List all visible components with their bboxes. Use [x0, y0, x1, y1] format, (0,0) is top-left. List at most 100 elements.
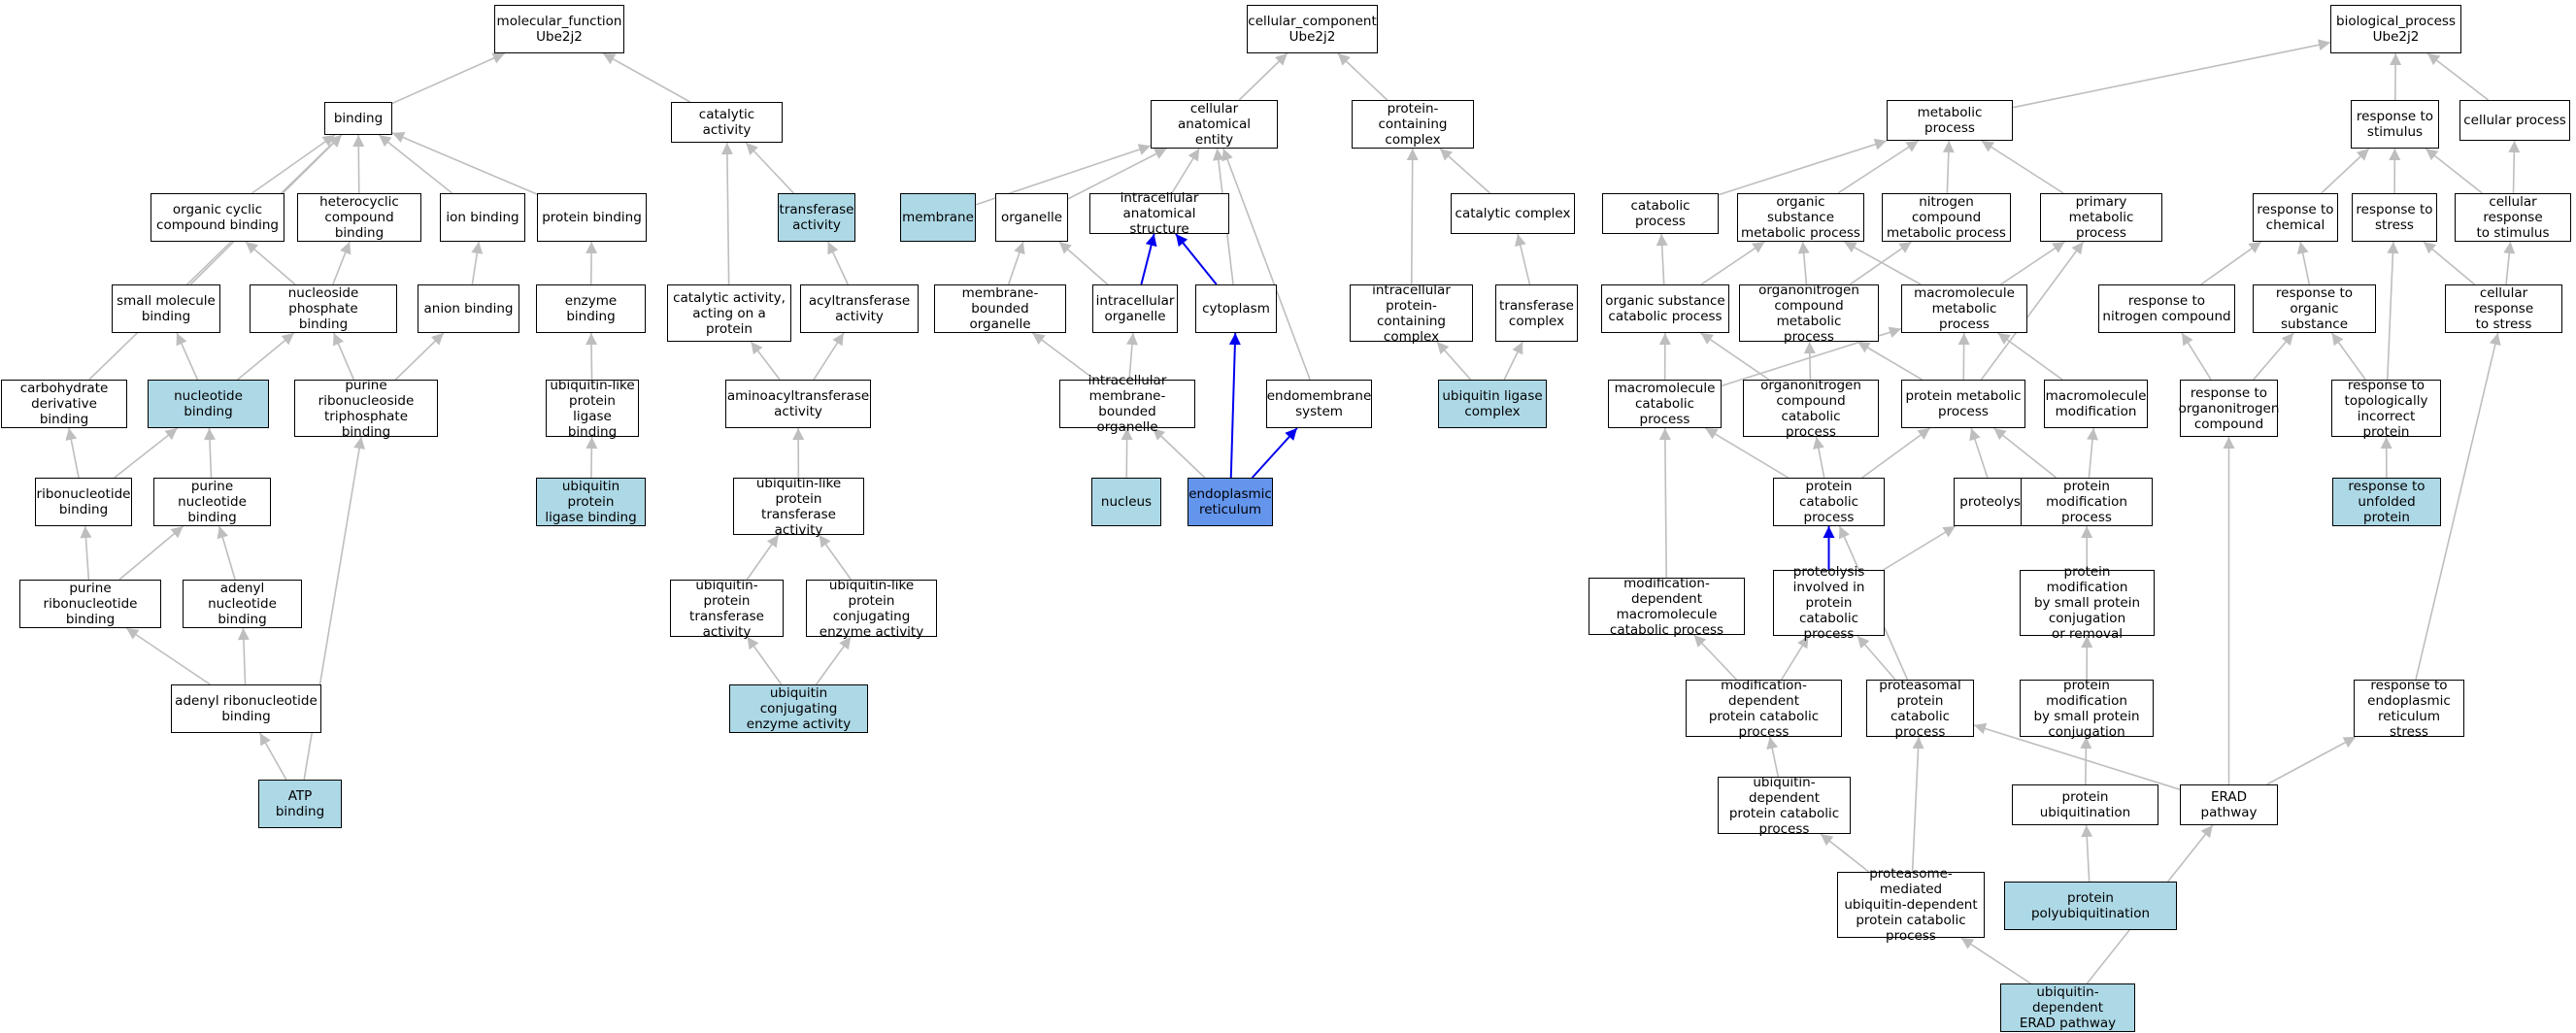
go-term-node-endoplasmic-reticulum[interactable]: endoplasmic reticulum — [1188, 478, 1273, 526]
go-term-node-proteolysis-in-protein-catabolic-process[interactable]: proteolysis involved in protein cataboli… — [1773, 564, 1885, 642]
go-term-node-carbohydrate-derivative-binding[interactable]: carbohydrate derivative binding — [1, 380, 127, 428]
go-term-node-organic-substance-catabolic-process[interactable]: organic substance catabolic process — [1601, 284, 1729, 333]
go-term-node-proteasome-mediated-ubiquitin-dependent[interactable]: proteasome-mediated ubiquitin-dependent … — [1837, 866, 1985, 944]
go-term-node-enzyme-binding[interactable]: enzyme binding — [536, 284, 646, 333]
go-term-node-acyltransferase[interactable]: acyltransferase activity — [800, 284, 919, 333]
go-term-node-nucleoside-phosphate-binding[interactable]: nucleoside phosphate binding — [250, 284, 397, 333]
go-term-node-membrane[interactable]: membrane — [900, 193, 976, 242]
go-term-node-protein-catabolic-process[interactable]: protein catabolic process — [1773, 478, 1885, 526]
go-term-node-proteasomal-protein-catabolic-process[interactable]: proteasomal protein catabolic process — [1866, 678, 1974, 740]
go-term-node-endomembrane-system[interactable]: endomembrane system — [1266, 380, 1372, 428]
edge-intracellular-organelle-to-organelle — [1058, 241, 1109, 285]
go-term-node-cellular-anatomical-entity[interactable]: cellular anatomical entity — [1151, 100, 1278, 149]
go-term-node-erad-pathway[interactable]: ERAD pathway — [2180, 784, 2278, 825]
go-term-node-ubiquitin-protein-ligase-binding[interactable]: ubiquitin protein ligase binding — [536, 478, 646, 526]
go-term-node-response-to-organonitrogen-compound[interactable]: response to organonitrogen compound — [2179, 380, 2279, 437]
go-term-node-protein-modification-process[interactable]: protein modification process — [2021, 478, 2153, 526]
go-term-node-ubl-protein-ligase-binding[interactable]: ubiquitin-like protein ligase binding — [546, 378, 639, 440]
go-term-node-ubiquitin-protein-transferase[interactable]: ubiquitin-protein transferase activity — [670, 578, 784, 640]
go-term-node-purine-nucleotide-binding[interactable]: purine nucleotide binding — [153, 478, 271, 526]
go-term-node-macromolecule-metabolic-process[interactable]: macromolecule metabolic process — [1901, 284, 2027, 333]
edge-organic-substance-metabolic-process-to-metabolic-process — [1837, 140, 1920, 194]
go-term-node-ubiquitin-dependent-erad-pathway[interactable]: ubiquitin-dependent ERAD pathway — [2000, 983, 2135, 1032]
edge-catabolic-process-to-metabolic-process — [1718, 138, 1888, 196]
go-term-node-protein-modification-by-small-protein-conjugation[interactable]: protein modification by small protein co… — [2020, 678, 2154, 740]
go-term-node-response-to-unfolded-protein[interactable]: response to unfolded protein — [2332, 478, 2441, 526]
edge-protein-modification-process-to-protein-metabolic-process — [1992, 427, 2057, 479]
go-term-node-response-to-topologically-incorrect-protein[interactable]: response to topologically incorrect prot… — [2331, 378, 2441, 440]
go-term-node-protein-binding[interactable]: protein binding — [537, 193, 647, 242]
go-term-node-response-to-chemical[interactable]: response to chemical — [2253, 193, 2338, 242]
go-term-node-adenyl-ribonucleotide-binding[interactable]: adenyl ribonucleotide binding — [171, 684, 321, 733]
go-term-node-anion-binding[interactable]: anion binding — [418, 284, 519, 333]
go-term-node-intracellular-membrane-bounded-organelle[interactable]: intracellular membrane-bounded organelle — [1059, 373, 1195, 435]
go-term-node-atp-binding[interactable]: ATP binding — [258, 780, 342, 828]
go-term-node-bp[interactable]: biological_process Ube2j2 — [2330, 5, 2461, 53]
go-term-node-intracellular-anatomical-structure[interactable]: intracellular anatomical structure — [1089, 190, 1229, 237]
go-term-node-catabolic-process[interactable]: catabolic process — [1602, 193, 1719, 234]
go-term-node-heterocyclic-binding[interactable]: heterocyclic compound binding — [297, 193, 421, 242]
edge-transferase-complex-to-catalytic-complex — [1514, 233, 1531, 285]
go-term-node-macromolecule-modification[interactable]: macromolecule modification — [2044, 380, 2148, 428]
go-term-node-cytoplasm[interactable]: cytoplasm — [1195, 284, 1277, 333]
go-term-node-catalytic-complex[interactable]: catalytic complex — [1451, 193, 1575, 234]
go-term-node-protein-polyubiquitination[interactable]: protein polyubiquitination — [2004, 882, 2177, 930]
go-term-node-modification-dependent-macromolecule-catabolic-process[interactable]: modification-dependent macromolecule cat… — [1589, 576, 1745, 638]
go-term-node-ubl-protein-transferase[interactable]: ubiquitin-like protein transferase activ… — [733, 476, 864, 538]
go-term-node-cellular-process[interactable]: cellular process — [2459, 100, 2570, 141]
go-term-node-membrane-bounded-organelle[interactable]: membrane-bounded organelle — [934, 284, 1066, 333]
go-term-node-protein-modification-by-small-protein-conjugation-or-removal[interactable]: protein modification by small protein co… — [2020, 564, 2155, 642]
go-term-node-protein-containing-complex[interactable]: protein-containing complex — [1352, 100, 1474, 149]
go-term-node-catalytic-activity[interactable]: catalytic activity — [671, 102, 783, 143]
go-term-node-organic-substance-metabolic-process[interactable]: organic substance metabolic process — [1737, 193, 1864, 242]
edge-cellular-process-to-bp — [2426, 52, 2490, 101]
go-term-node-intracellular-protein-containing-complex[interactable]: intracellular protein-containing complex — [1350, 283, 1473, 345]
go-term-node-cellular-response-to-stimulus[interactable]: cellular response to stimulus — [2455, 193, 2571, 242]
edge-protein-metabolic-process-to-organonitrogen-compound-metabolic-process — [1857, 341, 1923, 381]
go-term-node-ion-binding[interactable]: ion binding — [440, 193, 525, 242]
edge-adenyl-ribonucleotide-binding-to-purine-ribonucleotide-binding — [125, 627, 211, 685]
go-term-node-cc[interactable]: cellular_component Ube2j2 — [1247, 5, 1378, 53]
edge-organic-cyclic-binding-to-binding — [251, 134, 336, 194]
go-term-node-protein-metabolic-process[interactable]: protein metabolic process — [1901, 380, 2025, 428]
go-term-node-protein-ubiquitination[interactable]: protein ubiquitination — [2012, 784, 2158, 825]
go-term-node-organic-cyclic-binding[interactable]: organic cyclic compound binding — [151, 193, 284, 242]
go-term-node-purine-ribonucleoside-triphosphate-binding[interactable]: purine ribonucleoside triphosphate bindi… — [294, 378, 438, 440]
go-term-node-transferase-complex[interactable]: transferase complex — [1495, 284, 1578, 342]
go-term-node-organonitrogen-compound-metabolic-process[interactable]: organonitrogen compound metabolic proces… — [1739, 283, 1879, 345]
go-term-node-adenyl-nucleotide-binding[interactable]: adenyl nucleotide binding — [183, 580, 302, 628]
go-term-node-nucleotide-binding[interactable]: nucleotide binding — [148, 380, 269, 428]
go-term-node-ribonucleotide-binding[interactable]: ribonucleotide binding — [35, 478, 132, 526]
go-term-node-cellular-response-to-stress[interactable]: cellular response to stress — [2445, 284, 2562, 333]
go-term-node-response-to-organic-substance[interactable]: response to organic substance — [2253, 284, 2376, 333]
go-term-node-purine-ribonucleotide-binding[interactable]: purine ribonucleotide binding — [19, 580, 161, 628]
go-term-node-transferase-activity[interactable]: transferase activity — [778, 193, 855, 242]
go-term-node-response-to-nitrogen-compound[interactable]: response to nitrogen compound — [2098, 284, 2235, 333]
go-term-node-organelle[interactable]: organelle — [995, 193, 1068, 242]
go-term-node-response-to-stress[interactable]: response to stress — [2352, 193, 2437, 242]
go-term-node-ubiquitin-dependent-protein-catabolic-process[interactable]: ubiquitin-dependent protein catabolic pr… — [1718, 775, 1851, 837]
edge-organic-substance-catabolic-process-to-catabolic-process — [1656, 233, 1668, 285]
go-term-node-ubiquitin-conjugating-enzyme[interactable]: ubiquitin conjugating enzyme activity — [729, 684, 868, 733]
go-term-node-mf[interactable]: molecular_function Ube2j2 — [494, 5, 624, 53]
go-term-node-primary-metabolic-process[interactable]: primary metabolic process — [2040, 193, 2162, 242]
go-term-node-aminoacyltransferase[interactable]: aminoacyltransferase activity — [725, 380, 871, 428]
go-term-node-organonitrogen-compound-catabolic-process[interactable]: organonitrogen compound catabolic proces… — [1743, 378, 1879, 440]
edge-response-to-topologically-incorrect-protein-to-response-to-stress — [2386, 241, 2399, 381]
go-term-node-catalytic-acting-on-protein[interactable]: catalytic activity, acting on a protein — [667, 284, 791, 342]
go-term-node-response-to-stimulus[interactable]: response to stimulus — [2351, 100, 2439, 149]
go-term-node-small-molecule-binding[interactable]: small molecule binding — [112, 284, 220, 333]
go-term-node-macromolecule-catabolic-process[interactable]: macromolecule catabolic process — [1608, 380, 1722, 428]
go-term-node-modification-dependent-protein-catabolic-process[interactable]: modification-dependent protein catabolic… — [1686, 678, 1842, 740]
go-term-node-intracellular-organelle[interactable]: intracellular organelle — [1092, 284, 1178, 333]
go-term-node-nitrogen-compound-metabolic-process[interactable]: nitrogen compound metabolic process — [1882, 193, 2011, 242]
go-term-node-nucleus[interactable]: nucleus — [1091, 478, 1161, 526]
edge-protein-polyubiquitination-to-protein-ubiquitination — [2081, 824, 2093, 883]
go-term-node-metabolic-process[interactable]: metabolic process — [1887, 100, 2013, 141]
edge-atp-binding-to-adenyl-ribonucleotide-binding — [258, 732, 287, 781]
go-term-node-ubiquitin-ligase-complex[interactable]: ubiquitin ligase complex — [1438, 380, 1547, 428]
go-term-node-response-to-er-stress[interactable]: response to endoplasmic reticulum stress — [2354, 678, 2464, 740]
go-term-node-binding[interactable]: binding — [324, 102, 392, 135]
go-term-node-ubl-conjugating-enzyme[interactable]: ubiquitin-like protein conjugating enzym… — [806, 578, 937, 640]
